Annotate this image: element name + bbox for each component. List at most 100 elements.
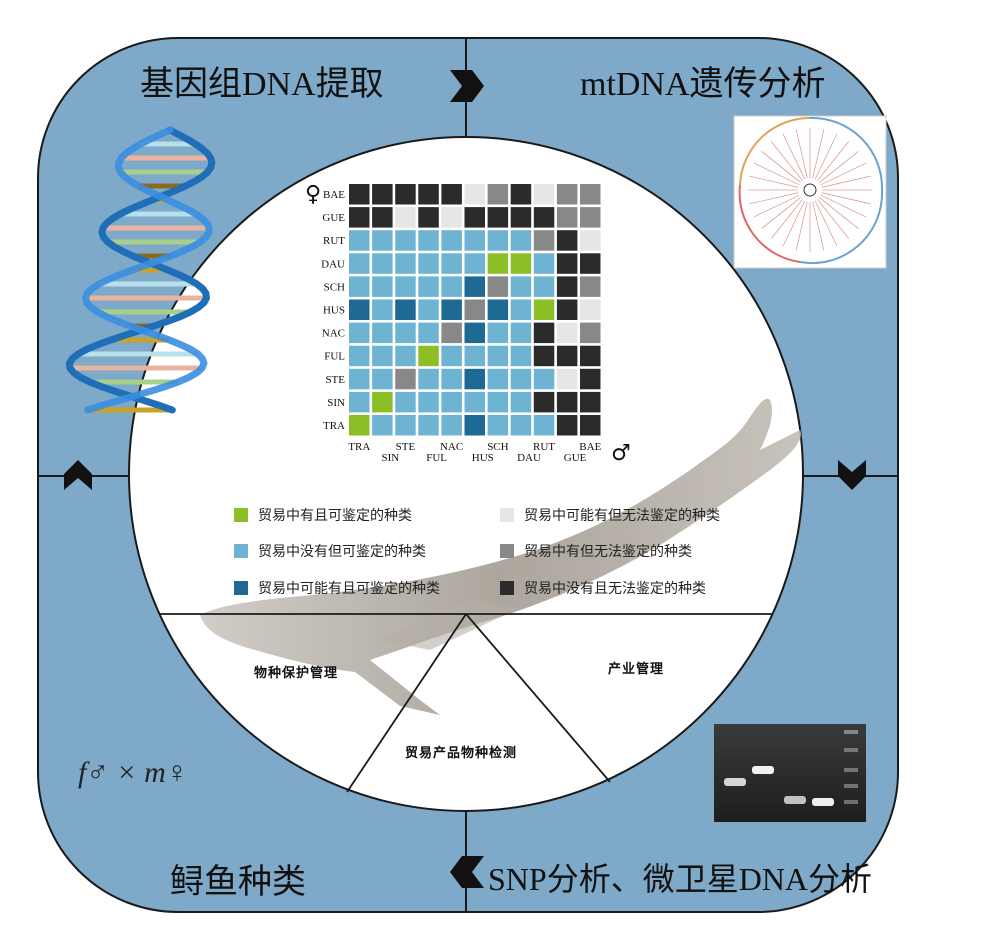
matrix-cell xyxy=(349,345,370,367)
matrix-cell xyxy=(372,322,393,344)
matrix-cell xyxy=(510,276,532,297)
matrix-cell xyxy=(372,253,393,274)
matrix-cell xyxy=(487,207,509,228)
matrix-cell xyxy=(441,207,462,228)
matrix-cell xyxy=(418,391,439,413)
matrix-cell xyxy=(533,345,555,367)
sturgeon-silhouette xyxy=(200,398,801,715)
matrix-cell xyxy=(580,207,601,228)
matrix-cell xyxy=(533,230,555,251)
column-label: SIN xyxy=(382,452,400,464)
legend-swatch xyxy=(500,544,514,558)
column-label: RUT xyxy=(533,441,555,453)
matrix-cell xyxy=(487,253,509,274)
matrix-cell xyxy=(349,391,370,413)
dna-helix-icon xyxy=(65,126,216,414)
sector-line-right xyxy=(465,613,611,783)
matrix-cell xyxy=(372,299,393,320)
matrix-cell xyxy=(487,415,509,436)
matrix-cell xyxy=(533,184,555,205)
column-label: STE xyxy=(396,441,416,453)
matrix-cell xyxy=(533,415,555,436)
arrow-left-icon xyxy=(450,856,484,888)
sector-line-left xyxy=(346,613,467,793)
row-label: BAE xyxy=(323,189,345,201)
matrix-cell xyxy=(395,299,416,320)
matrix-cell xyxy=(395,391,416,413)
matrix-cell xyxy=(464,207,485,228)
matrix-cell xyxy=(556,230,578,251)
matrix-cell xyxy=(580,391,601,413)
matrix-cell xyxy=(533,276,555,297)
matrix-cell xyxy=(464,276,485,297)
legend-label: 贸易中没有且无法鉴定的种类 xyxy=(524,581,706,597)
matrix-cell xyxy=(372,276,393,297)
matrix-cell xyxy=(556,322,578,344)
matrix-cell xyxy=(464,299,485,320)
matrix-cell xyxy=(349,299,370,320)
legend-item: 贸易中可能有且可鉴定的种类 xyxy=(234,578,440,598)
legend-swatch xyxy=(234,544,248,558)
matrix-cell xyxy=(487,345,509,367)
title-snp-microsatellite: SNP分析、微卫星DNA分析 xyxy=(488,861,873,897)
arrow-up-icon xyxy=(64,460,92,490)
matrix-cell xyxy=(418,253,439,274)
matrix-cell xyxy=(441,368,462,390)
gel-electrophoresis-image xyxy=(714,724,866,822)
column-label: FUL xyxy=(426,452,447,464)
column-label: NAC xyxy=(440,441,463,453)
legend-item: 贸易中可能有但无法鉴定的种类 xyxy=(500,505,720,525)
matrix-cell xyxy=(580,415,601,436)
row-label: FUL xyxy=(324,351,345,363)
matrix-cell xyxy=(418,230,439,251)
matrix-cell xyxy=(533,368,555,390)
row-label: DAU xyxy=(321,258,345,270)
matrix-cell xyxy=(487,391,509,413)
matrix-cell xyxy=(441,184,462,205)
matrix-cell xyxy=(464,345,485,367)
matrix-cell xyxy=(349,230,370,251)
matrix-cell xyxy=(441,322,462,344)
matrix-cell xyxy=(580,184,601,205)
arrow-right-icon xyxy=(450,70,484,102)
matrix-cell xyxy=(533,299,555,320)
matrix-cell xyxy=(395,253,416,274)
matrix-cell xyxy=(510,230,532,251)
matrix-cell xyxy=(510,184,532,205)
matrix-cell xyxy=(510,253,532,274)
column-label: DAU xyxy=(517,452,541,464)
matrix-cell xyxy=(395,415,416,436)
legend-item: 贸易中有但无法鉴定的种类 xyxy=(500,541,692,561)
sector-species-conservation: 物种保护管理 xyxy=(254,666,339,681)
matrix-cell xyxy=(418,345,439,367)
matrix-cell xyxy=(556,345,578,367)
matrix-cell xyxy=(510,322,532,344)
row-label: GUE xyxy=(322,212,345,224)
matrix-cell xyxy=(510,368,532,390)
matrix-cell xyxy=(372,368,393,390)
sector-industry-management: 产业管理 xyxy=(608,662,665,677)
legend-item: 贸易中没有但可鉴定的种类 xyxy=(234,541,426,561)
row-label: STE xyxy=(325,374,345,386)
matrix-cell xyxy=(349,368,370,390)
matrix-cell xyxy=(533,207,555,228)
legend-label: 贸易中有且可鉴定的种类 xyxy=(258,508,412,524)
matrix-cell xyxy=(580,345,601,367)
column-label: SCH xyxy=(487,441,508,453)
matrix-cell xyxy=(395,345,416,367)
matrix-cell xyxy=(487,368,509,390)
matrix-cell xyxy=(349,276,370,297)
matrix-cell xyxy=(464,322,485,344)
matrix-cell xyxy=(580,276,601,297)
matrix-cell xyxy=(487,299,509,320)
matrix-cell xyxy=(556,415,578,436)
row-label: RUT xyxy=(323,235,345,247)
matrix-cell xyxy=(510,415,532,436)
matrix-cell xyxy=(395,230,416,251)
matrix-cell xyxy=(556,276,578,297)
matrix-cell xyxy=(510,207,532,228)
male-symbol: ♂ xyxy=(611,441,631,466)
matrix-cell xyxy=(349,253,370,274)
matrix-cell xyxy=(441,230,462,251)
